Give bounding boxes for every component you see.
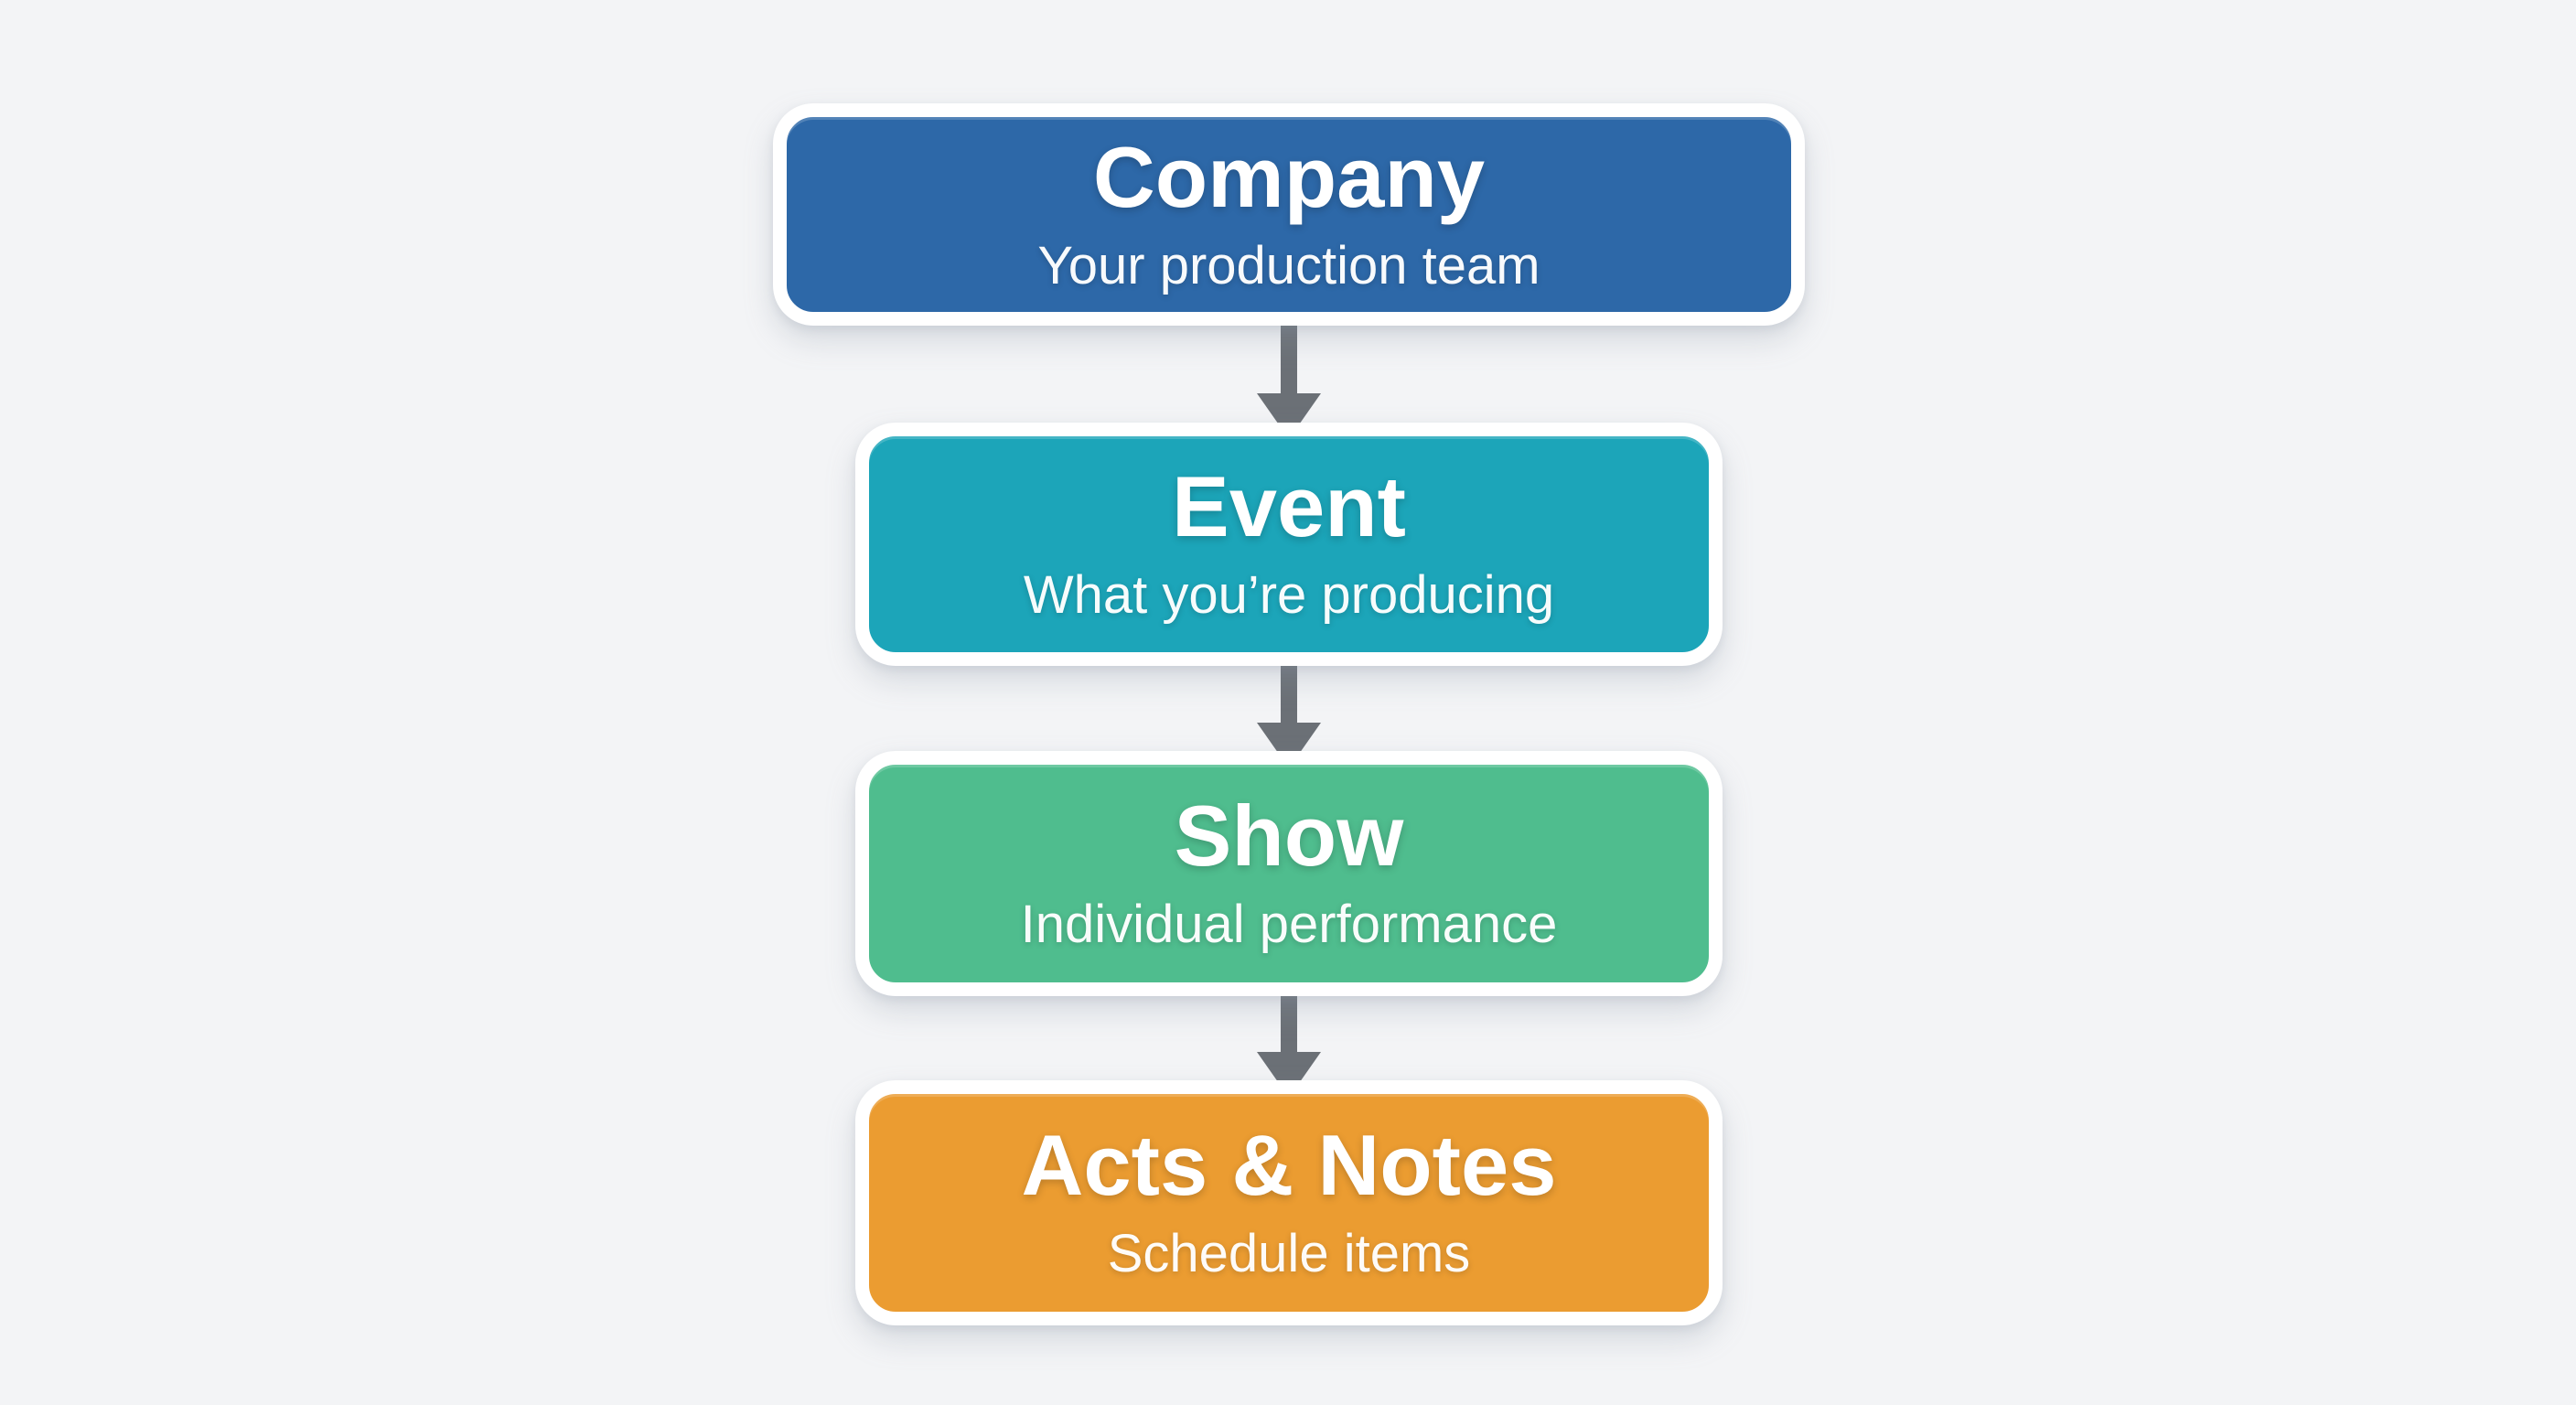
node-subtitle: What you’re producing [1023, 565, 1555, 625]
node-acts-notes: Acts & Notes Schedule items [855, 1080, 1723, 1325]
node-title: Event [1172, 458, 1406, 555]
node-event: Event What you’re producing [855, 423, 1723, 666]
node-subtitle: Schedule items [1107, 1224, 1471, 1283]
node-company: Company Your production team [773, 103, 1805, 326]
connector-company-event [1252, 311, 1326, 439]
node-title: Show [1174, 788, 1404, 885]
node-subtitle: Your production team [1037, 235, 1540, 295]
node-title: Company [1092, 128, 1486, 225]
node-show: Show Individual performance [855, 751, 1723, 996]
down-arrow-icon [1257, 311, 1321, 439]
node-title: Acts & Notes [1021, 1117, 1557, 1214]
node-subtitle: Individual performance [1020, 895, 1558, 954]
